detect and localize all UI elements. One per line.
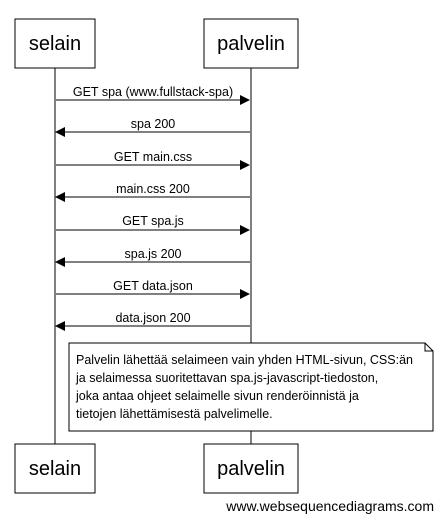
message-2: spa 200 [55,117,250,137]
note-line-1: Palvelin lähettää selaimeen vain yhden H… [76,353,413,367]
participant-box-palvelin-bottom: palvelin [203,443,299,494]
message-8: data.json 200 [55,311,250,331]
participant-label-selain-top: selain [29,33,81,55]
participant-box-selain-top: selain [14,18,96,69]
message-label: GET main.css [114,150,192,164]
footer-credit: www.websequencediagrams.com [226,498,434,514]
participant-label-palvelin-bottom: palvelin [217,458,285,480]
note-line-2: ja selaimessa suoritettavan spa.js-javas… [75,371,378,385]
message-label: GET spa.js [122,214,184,228]
participant-label-selain-bottom: selain [29,458,81,480]
message-label: data.json 200 [115,311,190,325]
message-5: GET spa.js [56,214,250,235]
note-line-3: joka antaa ohjeet selaimelle sivun rende… [75,389,359,403]
note-line-4: tietojen lähettämisestä palvelimelle. [76,407,273,421]
note-box: Palvelin lähettää selaimeen vain yhden H… [68,342,434,432]
message-3: GET main.css [56,150,250,170]
participant-box-palvelin-top: palvelin [203,18,299,69]
participant-box-selain-bottom: selain [14,443,96,494]
message-label: spa.js 200 [125,247,182,261]
participant-label-palvelin-top: palvelin [217,33,285,55]
message-7: GET data.json [56,279,250,299]
message-label: GET data.json [113,279,193,293]
message-4: main.css 200 [55,182,250,202]
message-label: spa 200 [131,117,176,131]
message-label: GET spa (www.fullstack-spa) [73,85,233,99]
message-6: spa.js 200 [55,247,250,267]
message-1: GET spa (www.fullstack-spa) [56,85,250,105]
message-label: main.css 200 [116,182,190,196]
